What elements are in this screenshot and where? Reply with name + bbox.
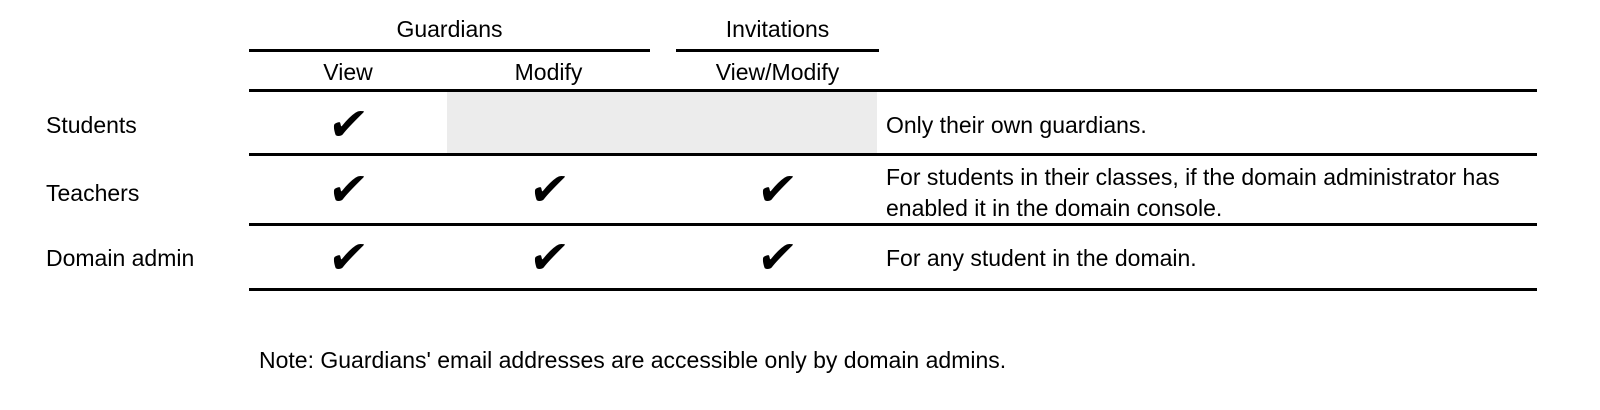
row-label-teachers: Teachers [46,180,140,206]
column-header-view: View [323,59,373,85]
row-separator-rule [249,223,1537,226]
checkmark-icon: ✔ [526,163,573,215]
checkmark-icon: ✔ [325,98,372,150]
table-bottom-rule [249,288,1537,291]
column-header-view-modify: View/Modify [715,59,840,85]
row-label-students: Students [46,112,137,138]
checkmark-icon: ✔ [754,231,801,283]
column-header-modify: Modify [514,59,583,85]
checkmark-icon: ✔ [526,231,573,283]
row-note-teachers: For students in their classes, if the do… [886,164,1500,221]
checkmark-icon: ✔ [754,163,801,215]
checkmark-icon: ✔ [325,231,372,283]
guardians-group-underline [249,49,650,52]
header-bottom-rule [249,89,1537,92]
row-note-students: Only their own guardians. [886,112,1147,138]
column-group-invitations: Invitations [725,16,830,42]
checkmark-icon: ✔ [325,163,372,215]
students-disabled-cells [447,92,877,153]
row-separator-rule [249,153,1537,156]
row-note-domain-admin: For any student in the domain. [886,245,1197,271]
column-group-guardians: Guardians [396,16,503,42]
row-label-domain-admin: Domain admin [46,245,195,271]
invitations-group-underline [676,49,879,52]
footnote: Note: Guardians' email addresses are acc… [259,347,1007,373]
